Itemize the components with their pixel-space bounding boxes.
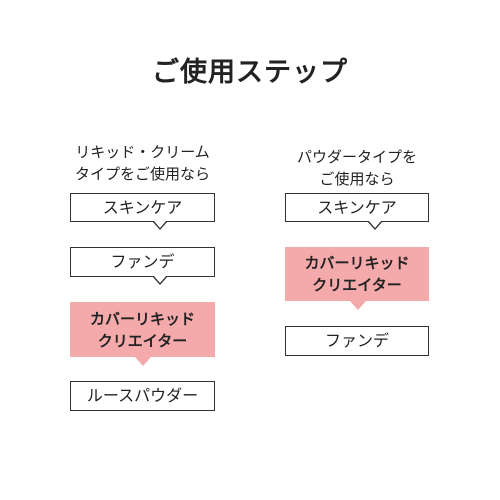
- left-step-foundation: ファンデ: [70, 247, 215, 277]
- left-heading-line2: タイプをご使用なら: [74, 165, 210, 183]
- right-step-cover-liquid-line1: カバーリキッド: [304, 254, 410, 272]
- right-step-cover-liquid-line2: クリエイター: [312, 276, 402, 294]
- left-step-skincare: スキンケア: [70, 193, 215, 222]
- right-arrow-2: [350, 301, 366, 310]
- left-step-cover-liquid-line2: クリエイター: [97, 331, 188, 350]
- left-step-cover-liquid: カバーリキッド クリエイター: [70, 302, 215, 357]
- left-arrow-1-inner: [153, 220, 167, 228]
- left-step-skincare-label: スキンケア: [102, 198, 183, 217]
- right-heading-line2: ご使用なら: [319, 170, 395, 188]
- left-step-foundation-label: ファンデ: [110, 252, 175, 271]
- right-step-foundation: ファンデ: [285, 326, 429, 356]
- right-step-foundation-label: ファンデ: [324, 331, 389, 350]
- left-step-loose-powder: ルースパウダー: [70, 381, 215, 411]
- right-step-skincare: スキンケア: [285, 193, 429, 222]
- left-column-heading: リキッド・クリーム タイプをご使用なら: [70, 141, 215, 185]
- left-step-cover-liquid-line1: カバーリキッド: [89, 309, 195, 328]
- page-title: ご使用ステップ: [152, 57, 348, 88]
- left-heading-line1: リキッド・クリーム: [75, 143, 210, 161]
- right-arrow-1-inner: [368, 220, 382, 228]
- right-column-heading: パウダータイプを ご使用なら: [285, 146, 429, 190]
- left-arrow-2-inner: [153, 275, 167, 283]
- right-step-skincare-label: スキンケア: [317, 198, 397, 217]
- left-arrow-3: [135, 357, 151, 366]
- right-heading-line1: パウダータイプを: [296, 148, 417, 166]
- left-step-loose-powder-label: ルースパウダー: [86, 386, 199, 405]
- right-step-cover-liquid: カバーリキッド クリエイター: [285, 247, 429, 301]
